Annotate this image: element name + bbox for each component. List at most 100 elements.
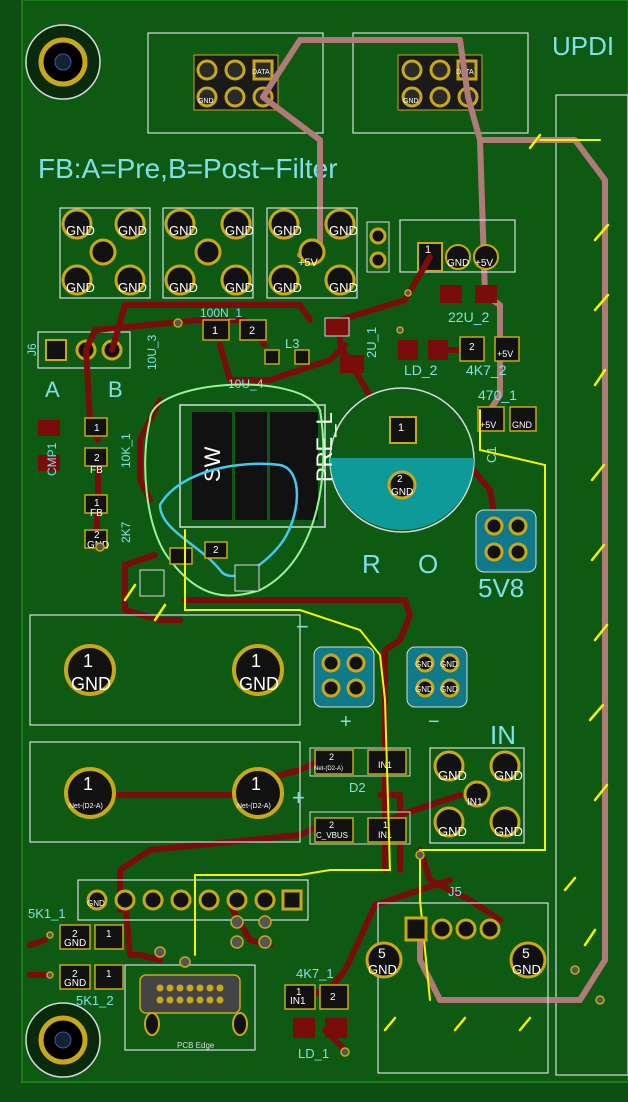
capacitor-cmp1[interactable]	[38, 420, 60, 471]
refdes-10u3: 10U_3	[145, 334, 159, 370]
power-header-pin1: 1	[425, 244, 431, 256]
in-gnd-d: GND	[494, 824, 523, 839]
power-header-5v: +5V	[475, 258, 493, 269]
r4701-5v: +5V	[480, 420, 496, 430]
header-2x2-plus[interactable]	[313, 646, 375, 708]
j5-gnd-a: GND	[368, 962, 397, 977]
resistor-4k7-2[interactable]: 2 +5V	[459, 336, 520, 362]
capacitor-100n1[interactable]: 1 2	[202, 319, 267, 341]
screw-terminal-bottom[interactable]: 1 Net-(D2-A) 1 Net-(D2-A)	[29, 741, 301, 843]
r5k12-gnd: GND	[64, 978, 86, 989]
r4k71-pad1: 1	[296, 987, 302, 998]
resistor-4k7-1[interactable]: 1 IN1 2	[284, 984, 349, 1010]
refdes-ld2: LD_2	[404, 362, 438, 378]
in-gnd-c: GND	[438, 824, 467, 839]
r5k12-pad1: 1	[106, 969, 112, 980]
c1-pad1: 1	[398, 422, 404, 434]
updi-2-gnd-pad: GND	[403, 98, 419, 105]
resistor-5k1-1[interactable]: 2 GND 1	[59, 924, 124, 950]
h22-gnd-c: GND	[415, 685, 433, 694]
refdes-l3: L3	[285, 336, 299, 351]
courtyard-yellow-ticks	[123, 133, 610, 1032]
in-in1: IN1	[467, 797, 483, 808]
power-header-gnd: GND	[447, 258, 469, 269]
st-top-pad1-a: 1	[83, 651, 93, 671]
highlight-cyan-outline	[158, 462, 299, 578]
test-point-group-1[interactable]: GND GND GND GND	[59, 207, 151, 299]
h22-gnd-d: GND	[440, 685, 458, 694]
inductor-l3[interactable]	[264, 349, 310, 365]
refdes-5k1-2: 5K1_2	[76, 993, 114, 1008]
test-point-group-3[interactable]: GND GND +5V GND GND	[266, 207, 358, 299]
resistor-5k1-2[interactable]: 2 GND 1	[59, 964, 124, 990]
inductor-sw-pre-l[interactable]: SW PRE_L	[179, 404, 337, 528]
diode-lower-left[interactable]: 2	[139, 541, 260, 597]
diode-pad2: 2	[213, 545, 219, 556]
r4701-gnd: GND	[512, 420, 533, 430]
fuse-pad2: 2	[329, 820, 334, 830]
j4-gnd: GND	[87, 899, 105, 908]
r2k7-pad1: 1	[94, 498, 100, 509]
connector-j5[interactable]: 5 GND 5 GND	[365, 902, 549, 1074]
r4k72-pad2: 2	[469, 342, 475, 353]
mounting-hole-top-left	[25, 24, 101, 100]
resistor-470-1[interactable]: +5V GND	[477, 406, 537, 432]
tp2-gnd-c: GND	[169, 280, 198, 295]
st-top-pad1-b: 1	[251, 651, 261, 671]
h22-gnd-a: GND	[415, 660, 433, 669]
label-b: B	[108, 377, 123, 402]
usb-c-connector[interactable]: PCB Edge	[124, 964, 256, 1051]
label-r: R	[362, 549, 381, 579]
fb-note: FB:A=Pre,B=Post−Filter	[38, 153, 338, 184]
tp1-gnd-c: GND	[66, 280, 95, 295]
screw-terminal-top[interactable]: 1 GND 1 GND	[29, 614, 301, 726]
mounting-hole-bottom-left	[25, 1002, 101, 1078]
resistor-10k1[interactable]: 1 2 FB	[84, 417, 108, 476]
header-2x2-gnd[interactable]: GND GND GND GND	[406, 646, 468, 708]
label-5v8: 5V8	[478, 573, 524, 603]
fuse-c-vbus[interactable]: 2 C_VBUS 1 IN1	[309, 811, 411, 845]
c100n1-pad1: 1	[212, 325, 218, 337]
led-ld2[interactable]	[398, 340, 448, 360]
st-bot-pad1-a: 1	[83, 774, 93, 794]
r5k11-pad2: 2	[72, 929, 78, 940]
in-gnd-b: GND	[494, 768, 523, 783]
refdes-j5: J5	[448, 884, 462, 899]
in-gnd-a: GND	[438, 768, 467, 783]
header-j4[interactable]: GND	[77, 879, 309, 921]
refdes-4k7-2: 4K7_2	[466, 362, 507, 378]
refdes-5k1-1: 5K1_1	[28, 906, 66, 921]
label-plus-2: +	[340, 711, 352, 733]
capacitor-2u1[interactable]	[324, 317, 364, 373]
updi-side-outline	[555, 94, 628, 1076]
j5-gnd-b: GND	[512, 962, 541, 977]
refdes-10k1: 10K_1	[119, 433, 133, 468]
jumper-j1[interactable]	[366, 221, 390, 273]
r2k7-fb: FB	[90, 508, 103, 519]
electrolytic-capacitor-c1[interactable]: 1 2 GND	[329, 387, 475, 533]
tp2-gnd-a: GND	[169, 223, 198, 238]
updi-connector-1-outline	[147, 32, 324, 134]
st-bot-net-b: Net-(D2-A)	[237, 803, 271, 810]
refdes-j6: J6	[25, 343, 39, 356]
updi-connector-2-outline	[352, 32, 529, 134]
tp1-gnd-d: GND	[118, 280, 147, 295]
label-in: IN	[490, 720, 516, 750]
d2-in1: IN1	[378, 760, 392, 770]
input-terminal-in[interactable]: GND GND IN1 GND GND	[429, 747, 525, 844]
updi-1-gnd-pad: GND	[198, 98, 214, 105]
updi-title: UPDI	[552, 31, 614, 61]
test-point-group-2[interactable]: GND GND GND GND	[162, 207, 254, 299]
updi-header-1[interactable]: DATA GND	[193, 54, 279, 111]
fuse-pad1: 1	[383, 820, 388, 830]
capacitor-22u2[interactable]	[440, 285, 497, 303]
st-top-gnd-b: GND	[239, 674, 279, 694]
updi-1-data-pad: DATA	[252, 69, 270, 76]
header-5v8[interactable]	[475, 509, 537, 573]
d2-pad2: 2	[329, 752, 334, 762]
tp3-gnd-b: GND	[329, 223, 358, 238]
tp2-gnd-b: GND	[225, 223, 254, 238]
d2-net: Net-(D2-A)	[314, 766, 343, 772]
led-ld1[interactable]	[293, 1018, 347, 1038]
